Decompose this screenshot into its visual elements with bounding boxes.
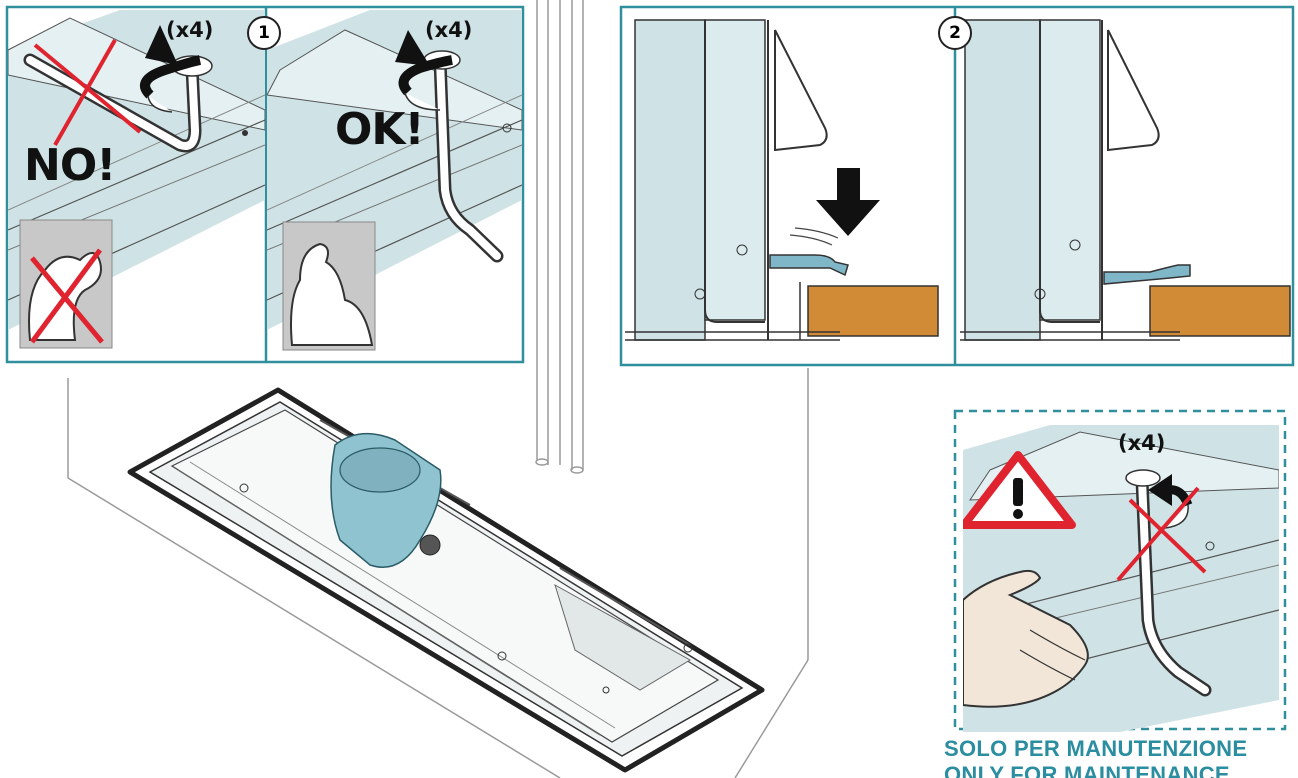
panel-1-wrong-count: (x4) [166,20,213,41]
maintenance-count: (x4) [1118,433,1165,454]
hood-body [130,390,762,770]
maintenance-caption-italian: SOLO PER MANUTENZIONE [944,738,1247,760]
maintenance-subpanel [963,425,1279,732]
correct-label: OK! [335,108,424,152]
maintenance-caption-english: ONLY FOR MAINTENANCE [944,764,1230,778]
maintenance-caption-english-clip: ONLY FOR MAINTENANCE [940,762,1298,778]
wrong-label: NO! [24,144,115,188]
step-1-marker: 1 [247,16,281,50]
panel-1-correct-count: (x4) [425,20,472,41]
step-2-marker: 2 [938,16,972,50]
